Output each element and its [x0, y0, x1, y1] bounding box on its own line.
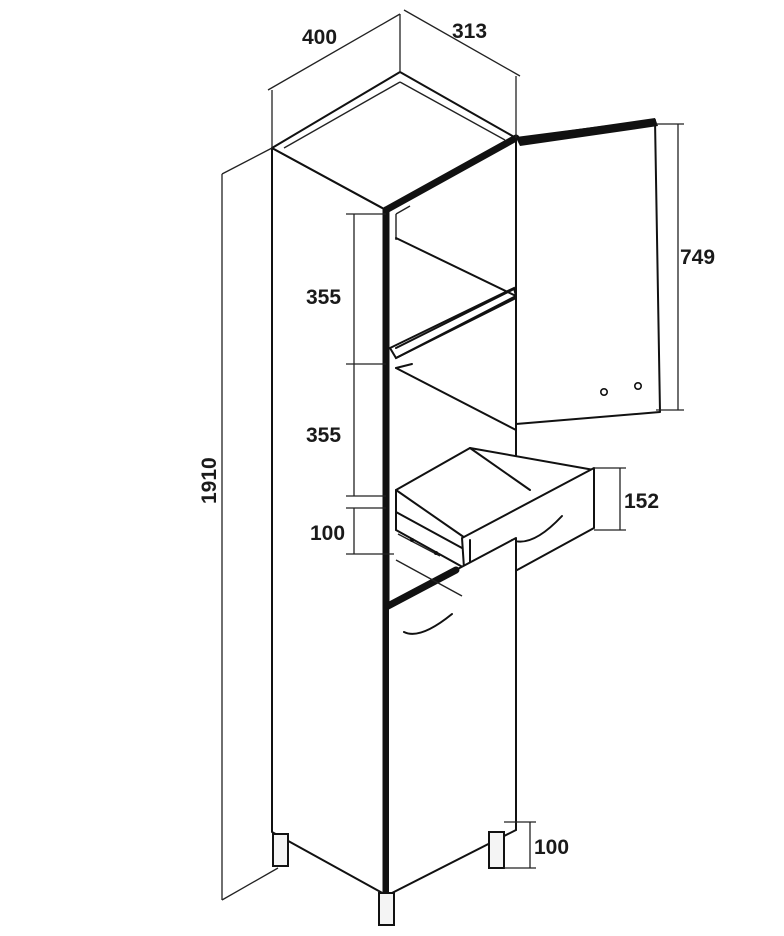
height-dimension-label: 1910	[198, 457, 221, 504]
door-hinge-dot	[599, 387, 608, 396]
drawer-gap-dimension-label: 100	[310, 522, 345, 545]
leg	[378, 892, 395, 926]
door-hinge-dot	[633, 381, 642, 390]
legs	[272, 831, 505, 926]
lower-door	[384, 537, 517, 896]
dimension-lines	[221, 9, 684, 901]
leg	[488, 831, 505, 869]
lower-shelf	[395, 363, 517, 431]
drawer-front-dimension-label: 152	[624, 490, 659, 513]
leg	[272, 833, 289, 867]
lower-door-handle	[403, 613, 453, 635]
cabinet-body	[271, 71, 520, 899]
width-dimension-label: 400	[302, 26, 337, 49]
upper-shelf	[388, 237, 518, 360]
door-height-dimension-label: 749	[680, 246, 715, 269]
leg-height-dimension-label: 100	[534, 836, 569, 859]
open-door	[515, 118, 661, 425]
upper-shelf-dimension-label: 355	[306, 286, 341, 309]
depth-dimension-label: 313	[452, 20, 487, 43]
lower-shelf-dimension-label: 355	[306, 424, 341, 447]
